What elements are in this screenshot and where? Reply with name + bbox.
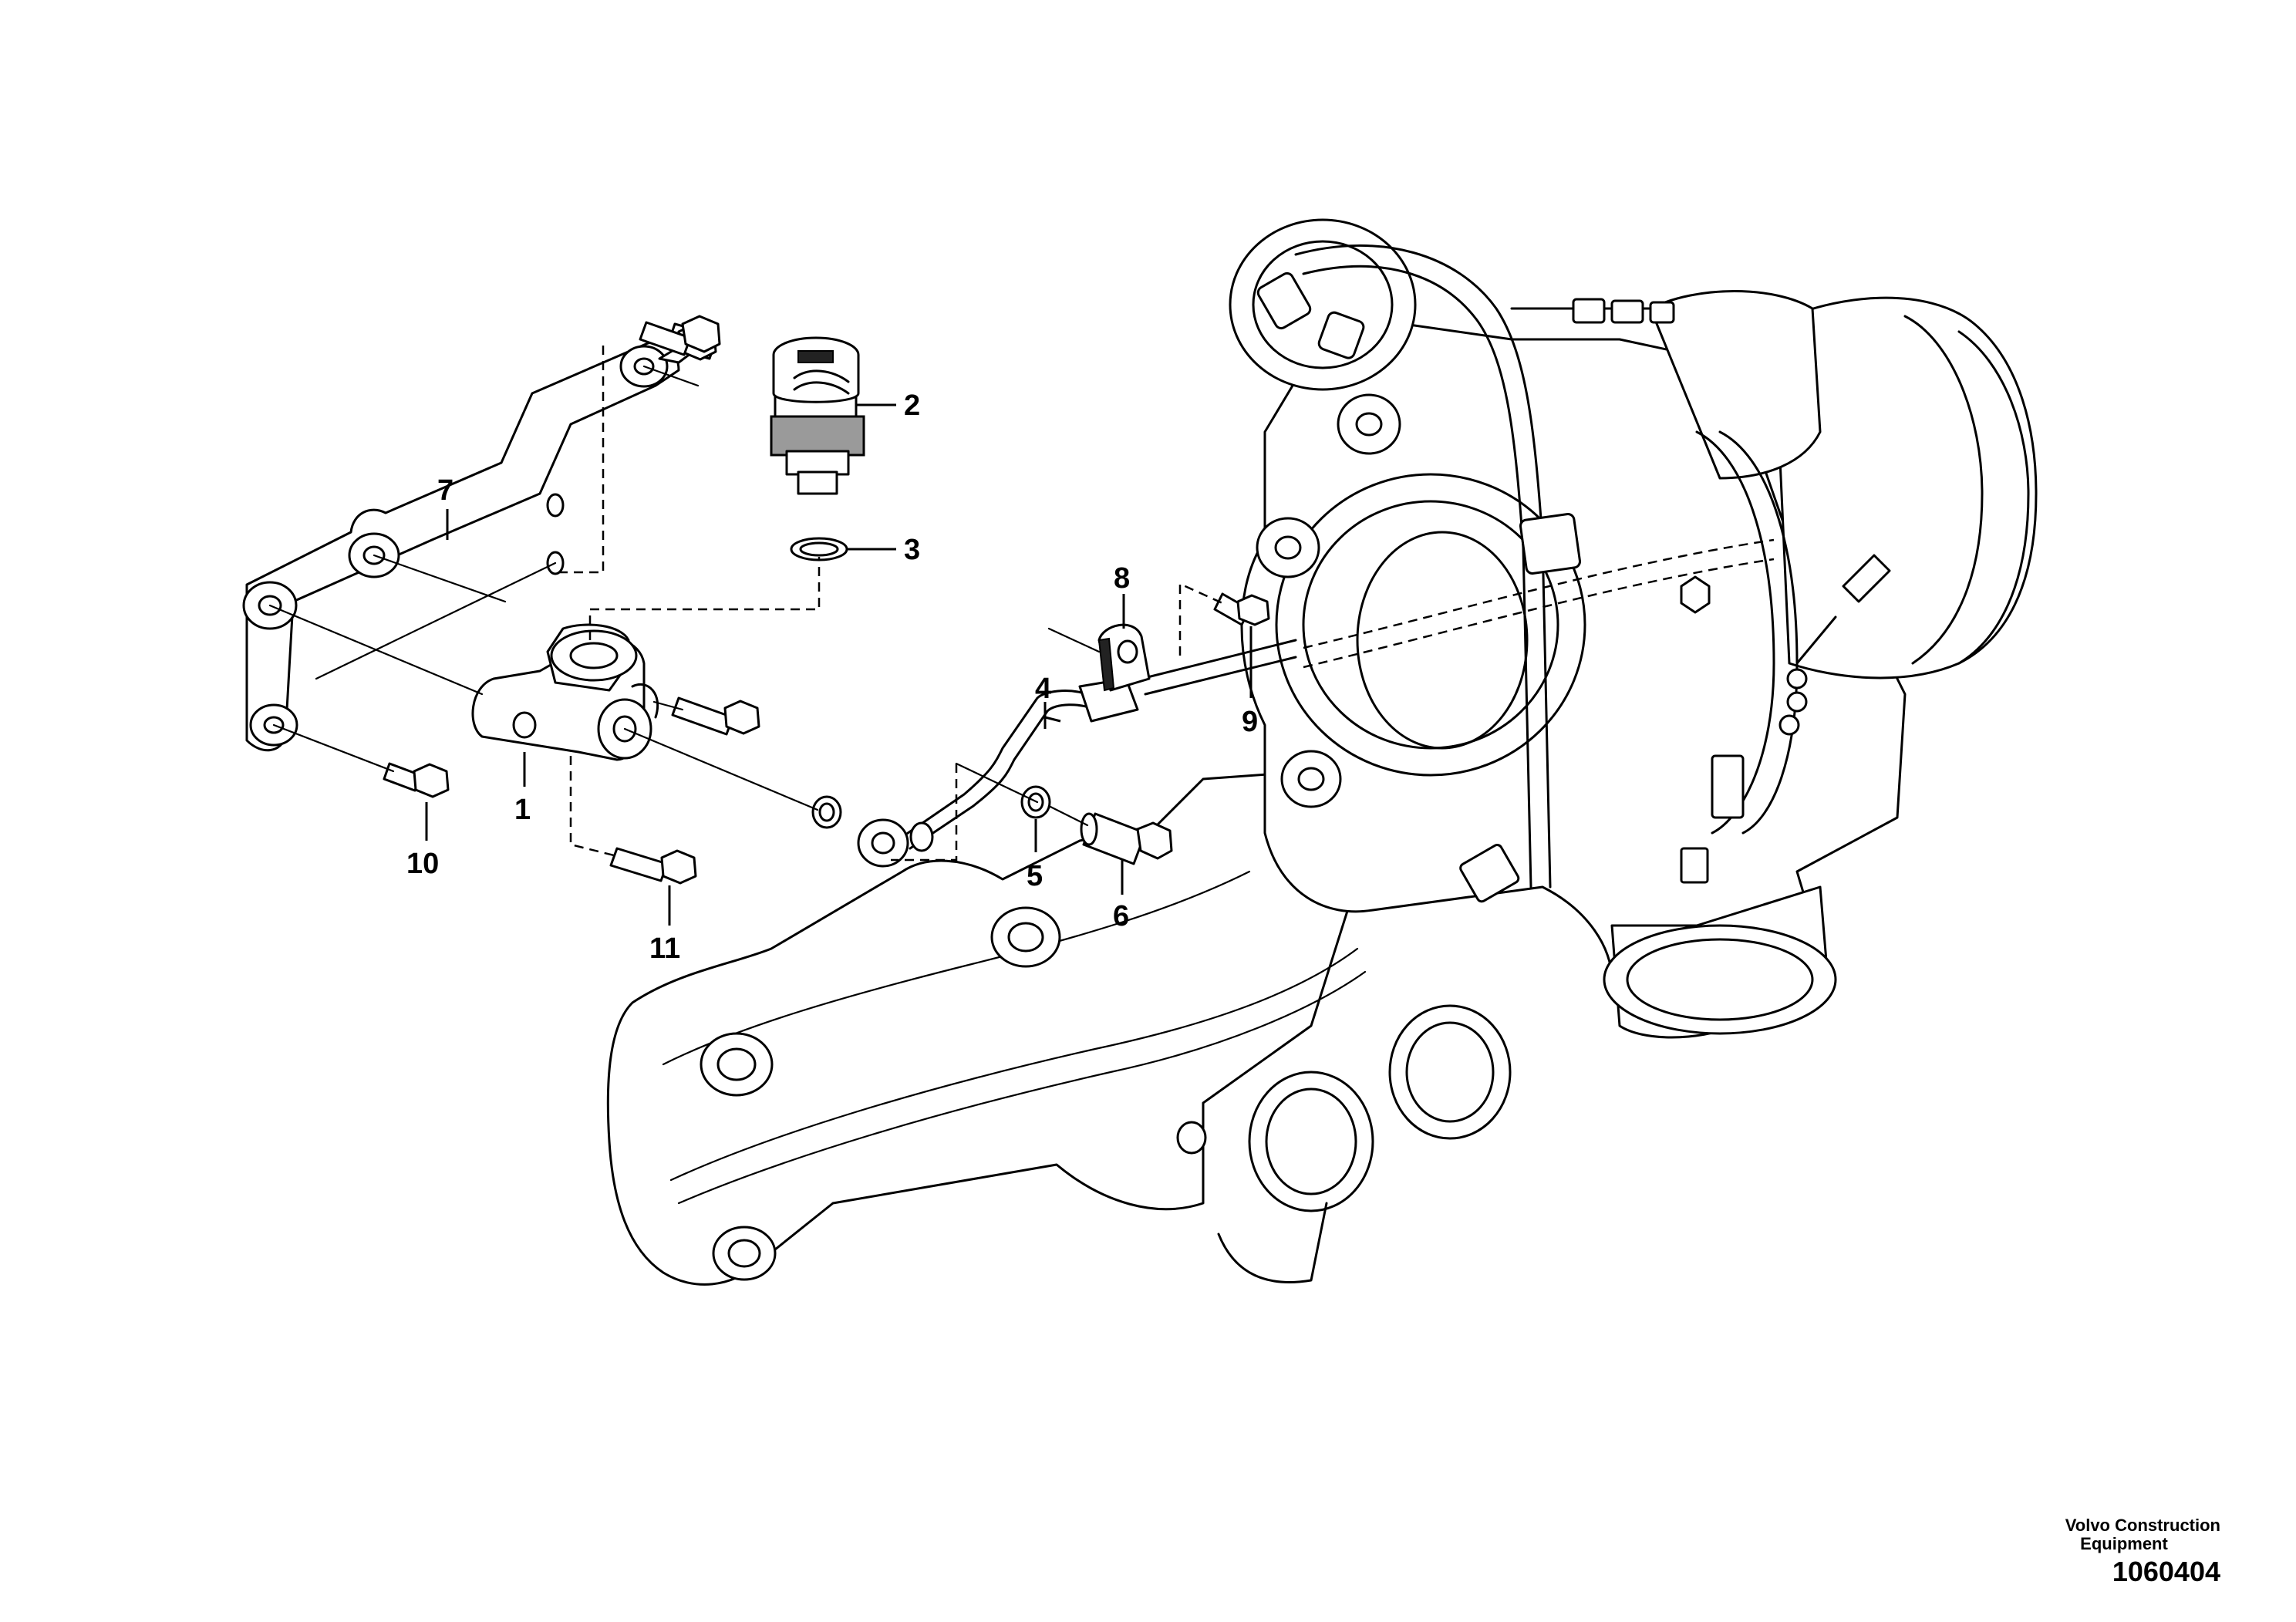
bolt-right-of-block xyxy=(671,696,760,736)
company-name-line2: Equipment xyxy=(2080,1534,2168,1553)
part-1-adapter-block xyxy=(471,623,659,761)
banjo-washer-left xyxy=(811,795,842,829)
company-name-line1: Volvo Construction xyxy=(2065,1516,2220,1535)
callout-6: 6 xyxy=(1113,900,1129,932)
part-4-oil-pipe xyxy=(857,639,1297,868)
callout-5: 5 xyxy=(1027,860,1043,892)
part-3-sealing-ring xyxy=(790,537,848,561)
assembly-lines xyxy=(268,346,1223,862)
drawing-number: 1060404 xyxy=(2112,1556,2220,1587)
callout-8: 8 xyxy=(1114,562,1130,595)
callout-10: 10 xyxy=(406,848,439,880)
callout-11: 11 xyxy=(649,932,680,965)
part-2-pressure-sensor xyxy=(770,336,865,495)
part-8-pipe-clamp xyxy=(1097,623,1151,692)
callout-1: 1 xyxy=(514,794,531,826)
callout-labels: 1 2 3 4 5 6 7 8 9 10 11 xyxy=(406,389,1258,965)
callout-7: 7 xyxy=(437,474,453,507)
part-6-banjo-bolt xyxy=(1080,812,1173,865)
callout-9: 9 xyxy=(1242,706,1258,738)
part-9-bolt xyxy=(1213,592,1270,626)
callout-4: 4 xyxy=(1035,673,1051,705)
turbocharger-manifold-assembly xyxy=(606,218,2038,1286)
part-10-bolt xyxy=(383,762,450,798)
callout-leaders xyxy=(425,403,1253,926)
bolt-upper-left xyxy=(639,315,721,356)
part-11-bolt xyxy=(609,847,697,885)
callout-2: 2 xyxy=(904,389,920,422)
callout-3: 3 xyxy=(904,534,920,566)
